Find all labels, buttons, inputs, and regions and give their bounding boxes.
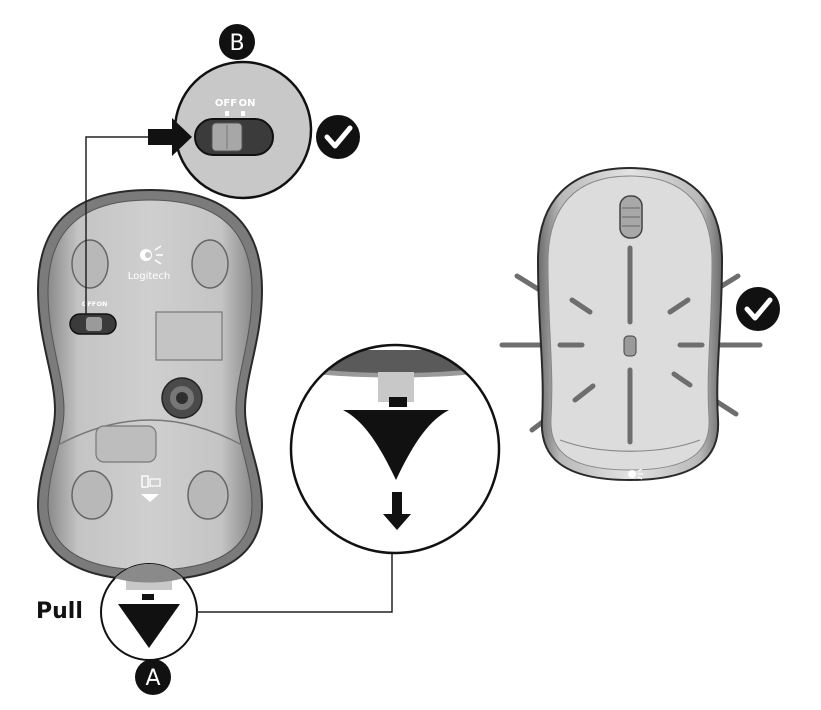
- battery-door-tab: [95, 425, 157, 463]
- mouse-underside: Logitech OFF ON: [36, 188, 264, 582]
- switch-off-label: OFF: [215, 98, 237, 109]
- step-marker-a-label: A: [145, 666, 160, 691]
- arrow-right-icon: [148, 118, 192, 156]
- battery-icon: [141, 475, 161, 502]
- step-marker-b: B: [219, 24, 255, 60]
- label-sticker: [155, 311, 223, 361]
- mouse-foot: [71, 470, 113, 520]
- step-marker-b-label: B: [229, 31, 244, 56]
- pull-caption: Pull: [36, 599, 83, 624]
- mouse-foot: [187, 470, 229, 520]
- center-button: [623, 335, 637, 357]
- logitech-logo-icon: Logitech: [128, 245, 171, 282]
- switch-callout: OFF ON: [173, 60, 313, 200]
- power-switch-small: OFF ON: [69, 300, 117, 335]
- switch-off-label-small: OFF: [82, 300, 96, 308]
- mouse-top-view: [499, 166, 763, 482]
- arrow-down-icon: [383, 492, 411, 530]
- switch-on-label: ON: [239, 98, 256, 109]
- mouse-foot: [71, 239, 109, 289]
- connector-line-a: [197, 553, 393, 613]
- pull-zoom-callout: [289, 343, 501, 555]
- logo-text: Logitech: [128, 271, 171, 282]
- checkmark-icon: [316, 115, 360, 159]
- switch-on-label-small: ON: [97, 300, 108, 308]
- mouse-foot: [191, 239, 229, 289]
- step-marker-a: A: [135, 659, 171, 695]
- checkmark-icon: [736, 287, 780, 331]
- logitech-logo-icon: [628, 468, 643, 480]
- connector-line-b: [85, 136, 160, 314]
